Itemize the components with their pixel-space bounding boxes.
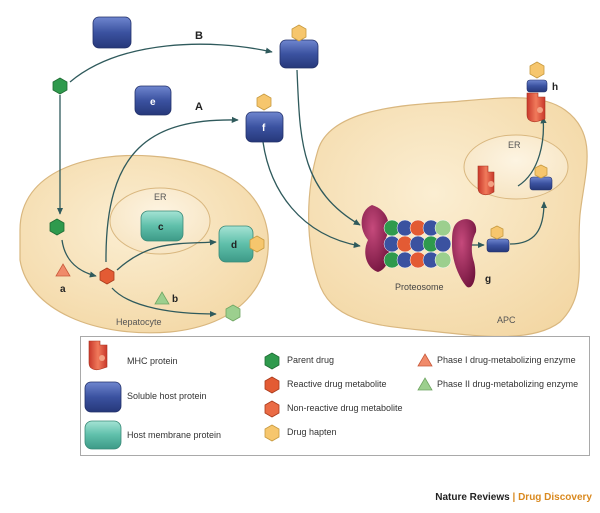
label-er-apc: ER — [508, 140, 521, 150]
apc-cell — [308, 97, 588, 338]
drug-hapten-icon — [490, 225, 504, 240]
publisher-name: Nature Reviews — [435, 492, 510, 503]
legend-label-phase-ii: Phase II drug-metabolizing enzyme — [437, 379, 579, 389]
credit-separator: | — [512, 492, 516, 503]
legend-label-hapten: Drug hapten — [287, 427, 337, 437]
soluble-protein-f — [245, 111, 284, 143]
soluble-protein-top — [92, 16, 132, 49]
proteasome — [361, 205, 477, 288]
legend-icons — [84, 340, 433, 450]
mhc-protein-er — [477, 165, 495, 196]
legend-label-non-reactive: Non-reactive drug metabolite — [287, 403, 403, 413]
membrane-protein-c — [140, 210, 184, 242]
phase-i-enzyme-icon — [55, 263, 71, 277]
arrow-f-to-proteasome — [262, 141, 361, 248]
peptide-h — [526, 79, 548, 93]
arrow-parent-to-reactive — [61, 239, 97, 278]
journal-name: Drug Discovery — [518, 492, 592, 503]
soluble-protein-e — [134, 85, 172, 116]
drug-hapten-icon — [534, 164, 548, 179]
legend-label-soluble: Soluble host protein — [127, 391, 207, 401]
mhc-protein-icon — [88, 340, 108, 371]
soluble-protein-b — [279, 39, 319, 69]
arrow-reactive-to-membrane — [116, 239, 217, 271]
parent-drug-icon — [52, 77, 68, 95]
label-c: c — [158, 222, 164, 233]
label-apc: APC — [497, 315, 516, 325]
arrow-reactive-to-nonreactive — [111, 287, 217, 318]
mhc-protein-surface — [526, 92, 546, 123]
arrow-er-to-surface — [517, 116, 547, 187]
label-proteasome: Proteosome — [395, 282, 444, 292]
parent-drug-icon — [264, 352, 280, 370]
legend-label-reactive: Reactive drug metabolite — [287, 379, 387, 389]
proteasome-cap-left — [361, 205, 390, 272]
arrow-b-to-proteasome — [296, 69, 361, 226]
label-a: a — [60, 284, 66, 295]
legend-label-mhc: MHC protein — [127, 356, 178, 366]
drug-hapten-icon — [264, 424, 280, 442]
legend: MHC protein Soluble host protein Host me… — [80, 336, 590, 456]
parent-drug-icon — [49, 218, 65, 236]
drug-hapten-icon — [256, 93, 272, 111]
label-pathway-b: B — [195, 30, 203, 42]
label-h: h — [552, 82, 558, 93]
non-reactive-metabolite-icon — [225, 304, 241, 322]
peptide-er — [529, 176, 553, 191]
drug-hapten-icon — [291, 24, 307, 42]
arrow-pathway-a — [105, 116, 239, 263]
soluble-host-protein-icon — [84, 381, 122, 413]
label-e: e — [150, 97, 156, 108]
label-pathway-a: A — [195, 101, 203, 113]
reactive-metabolite-icon — [99, 267, 115, 285]
drug-hapten-icon — [249, 235, 265, 253]
phase-ii-enzyme-icon — [154, 291, 170, 305]
label-g: g — [485, 274, 491, 285]
legend-label-parent-drug: Parent drug — [287, 355, 335, 365]
peptide-g — [486, 238, 510, 253]
label-d: d — [231, 240, 237, 251]
legend-label-phase-i: Phase I drug-metabolizing enzyme — [437, 355, 576, 365]
label-b: b — [172, 294, 178, 305]
non-reactive-metabolite-icon — [264, 400, 280, 418]
label-er-hepatocyte: ER — [154, 192, 167, 202]
drug-hapten-icon — [529, 61, 545, 79]
phase-ii-enzyme-icon — [417, 377, 433, 391]
label-f: f — [262, 123, 266, 134]
arrow-pathway-b — [69, 43, 273, 83]
label-hepatocyte: Hepatocyte — [116, 317, 162, 327]
reactive-metabolite-icon — [264, 376, 280, 394]
journal-credit: Nature Reviews | Drug Discovery — [435, 492, 592, 503]
arrow-peptide-to-er — [509, 201, 548, 245]
phase-i-enzyme-icon — [417, 353, 433, 367]
proteasome-cap-right — [452, 219, 477, 288]
host-membrane-protein-icon — [84, 420, 122, 450]
legend-label-membrane: Host membrane protein — [127, 430, 222, 440]
